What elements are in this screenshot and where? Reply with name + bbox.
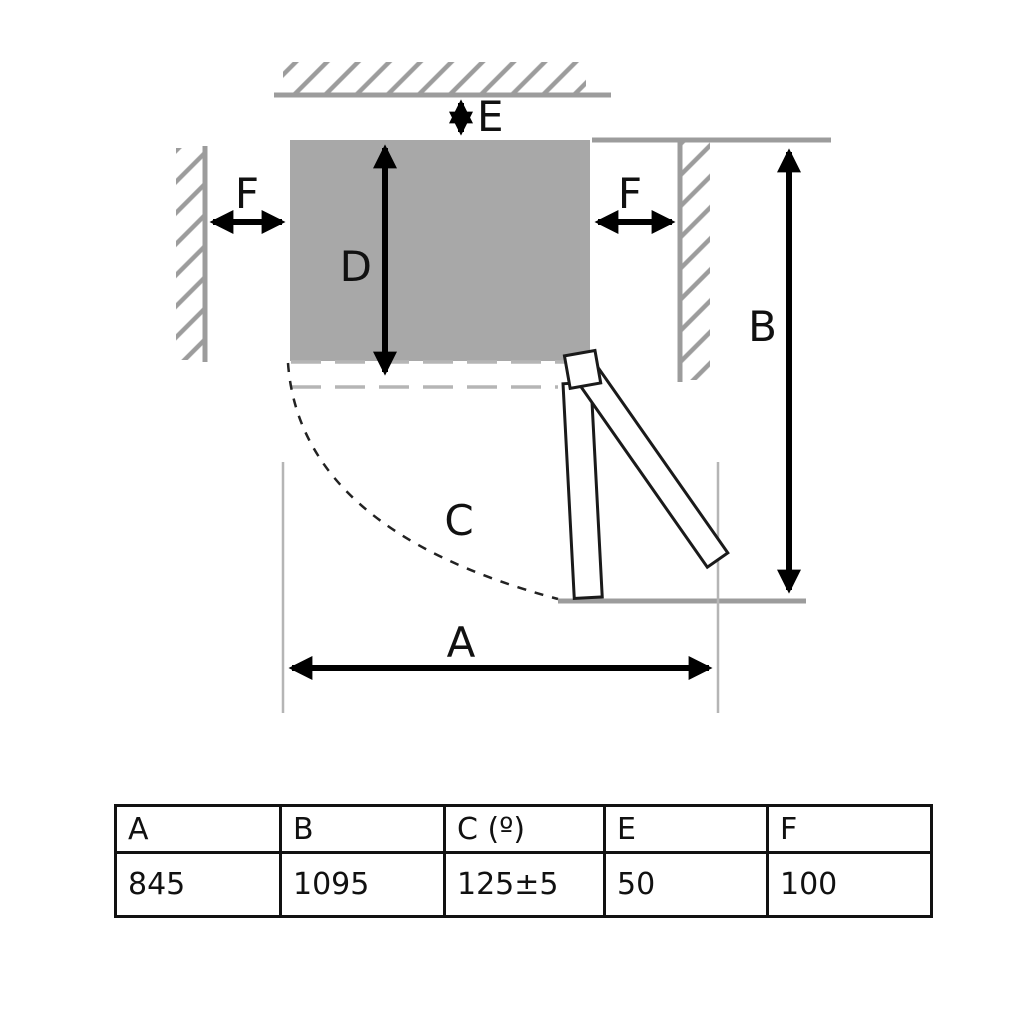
table-value-a: 845 <box>114 851 282 918</box>
appliance-body <box>290 140 590 361</box>
table-value-e: 50 <box>603 851 769 918</box>
right-wall-hatch <box>681 142 710 380</box>
door-hinge <box>562 348 603 391</box>
dim-label-c: C <box>444 496 473 545</box>
table-value-f: 100 <box>766 851 933 918</box>
left-wall-hatch <box>176 148 205 360</box>
dim-label-f-right: F <box>618 169 642 218</box>
table-header-e: E <box>603 804 769 854</box>
door-open-90 <box>561 380 604 601</box>
dim-label-f-left: F <box>235 169 259 218</box>
table-header-f: F <box>766 804 933 854</box>
dim-label-d: D <box>340 242 372 291</box>
dim-label-e: E <box>477 92 504 141</box>
table-value-row: 845 1095 125±5 50 100 <box>114 851 933 918</box>
table-header-a: A <box>114 804 282 854</box>
dim-label-b: B <box>748 302 777 351</box>
dim-label-a: A <box>447 618 476 667</box>
dimensions-table: A B C (º) E F 845 1095 125±5 50 100 <box>114 804 933 918</box>
table-value-c: 125±5 <box>443 851 606 918</box>
table-header-row: A B C (º) E F <box>114 804 933 854</box>
table-header-b: B <box>279 804 446 854</box>
table-value-b: 1095 <box>279 851 446 918</box>
top-wall-hatch <box>283 62 586 95</box>
table-header-c: C (º) <box>443 804 606 854</box>
door-swing-arc <box>286 362 559 601</box>
